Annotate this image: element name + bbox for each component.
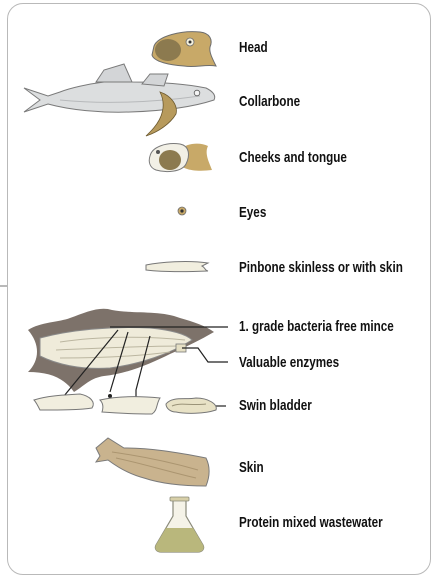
label-swim-bladder: Swin bladder xyxy=(239,397,312,415)
skin-icon xyxy=(96,438,209,486)
whole-fish-icon xyxy=(24,64,215,136)
cheek-icon xyxy=(149,144,212,172)
label-eyes: Eyes xyxy=(239,204,266,222)
label-enzymes: Valuable enzymes xyxy=(239,354,339,372)
swim-bladder-icon xyxy=(34,394,216,414)
fillet-icon xyxy=(28,309,214,392)
flask-icon xyxy=(155,497,203,552)
label-head: Head xyxy=(239,39,268,57)
label-skin: Skin xyxy=(239,459,264,477)
label-pinbone: Pinbone skinless or with skin xyxy=(239,259,403,277)
eye-icon xyxy=(178,207,186,215)
label-mince: 1. grade bacteria free mince xyxy=(239,318,394,336)
label-collarbone: Collarbone xyxy=(239,93,300,111)
label-cheeks-tongue: Cheeks and tongue xyxy=(239,149,347,167)
head-icon xyxy=(152,32,216,67)
label-wastewater: Protein mixed wastewater xyxy=(239,514,383,532)
pinbone-icon xyxy=(146,262,208,272)
